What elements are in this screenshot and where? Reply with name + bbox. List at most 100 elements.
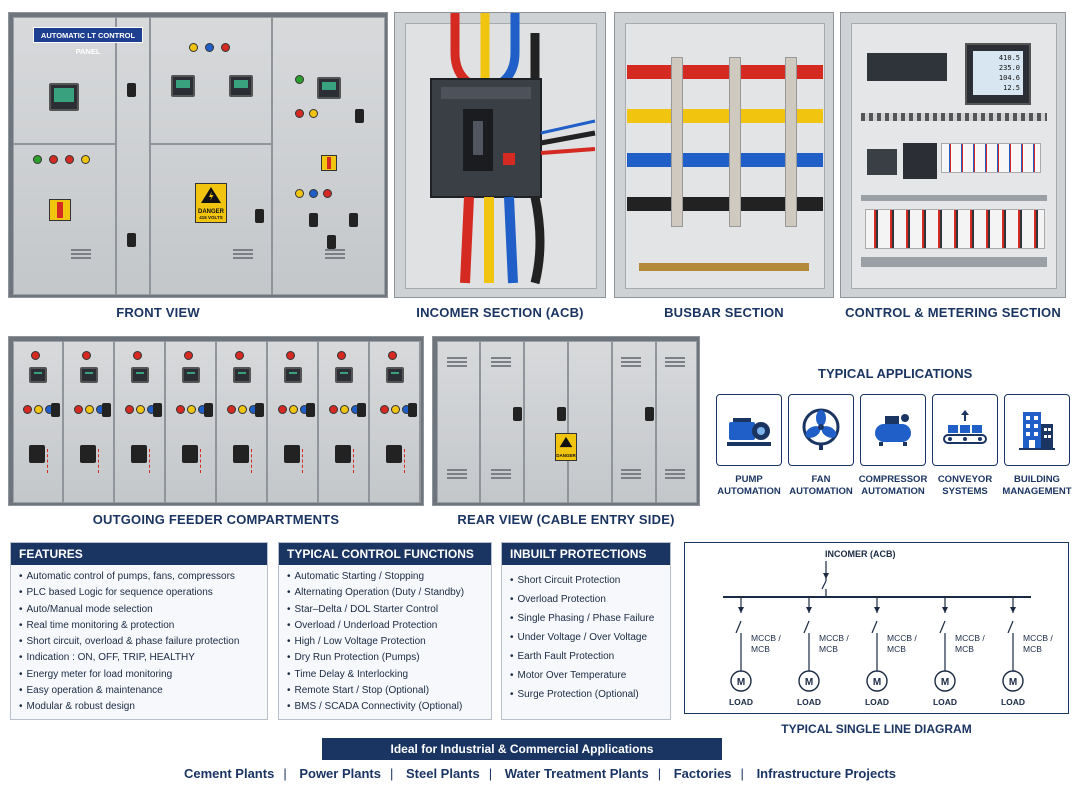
list-item: Short circuit, overload & phase failure … — [19, 634, 261, 650]
rear-view-caption: REAR VIEW (CABLE ENTRY SIDE) — [457, 512, 675, 527]
sld-breaker-symbol — [803, 620, 810, 671]
sld-breaker-symbol — [871, 620, 878, 671]
sld-load-label: LOAD — [1001, 697, 1025, 707]
app-compressor — [860, 394, 926, 466]
list-item: Easy operation & maintenance — [19, 683, 261, 699]
outgoing-feeder-photo — [8, 336, 424, 506]
sld-motor-letter: M — [737, 677, 745, 688]
rear-view-photo: DANGER — [432, 336, 700, 506]
industry-item: Cement Plants — [184, 766, 275, 781]
danger-sign: DANGER — [555, 433, 577, 461]
list-item: Automatic Starting / Stopping — [287, 569, 485, 585]
sld-feeder-arrow — [942, 607, 948, 613]
list-item: Motor Over Temperature — [510, 666, 664, 685]
list-item: Indication : ON, OFF, TRIP, HEALTHY — [19, 650, 261, 666]
feeder-module — [166, 341, 217, 503]
sld-load-label: LOAD — [933, 697, 957, 707]
industry-item: Water Treatment Plants — [504, 766, 649, 781]
list-item: Under Voltage / Over Voltage — [510, 628, 664, 647]
sld-incomer-label: INCOMER (ACB) — [825, 549, 896, 559]
busbar-section-photo — [614, 12, 834, 298]
sld-motor-letter: M — [941, 677, 949, 688]
features-title: FEATURES — [11, 543, 267, 565]
front-view-caption: FRONT VIEW — [116, 305, 200, 320]
sld-breaker-label: MCB — [1023, 644, 1042, 654]
app-conveyor — [932, 394, 998, 466]
list-item: Modular & robust design — [19, 699, 261, 715]
sld-feeder-arrow — [1010, 607, 1016, 613]
control-metering-caption: CONTROL & METERING SECTION — [845, 305, 1061, 320]
control-functions-title: TYPICAL CONTROL FUNCTIONS — [279, 543, 491, 565]
fan-icon — [802, 408, 840, 450]
sld-feeder-arrow — [874, 607, 880, 613]
sld-motor-symbol — [730, 670, 752, 692]
sld-caption: TYPICAL SINGLE LINE DIAGRAM — [781, 722, 972, 736]
industry-item: Factories — [673, 766, 732, 781]
sld-breaker-label: MCB — [751, 644, 770, 654]
features-box: FEATURES Automatic control of pumps, fan… — [10, 542, 268, 720]
features-list: Automatic control of pumps, fans, compre… — [11, 565, 267, 716]
sld-incomer-breaker — [821, 580, 827, 597]
feeder-module — [268, 341, 319, 503]
danger-sign: DANGER 415 VOLTS — [195, 183, 227, 223]
separator: | — [389, 766, 394, 781]
sld-motor-symbol — [798, 670, 820, 692]
feeder-module — [13, 341, 64, 503]
isolator-switch — [49, 199, 71, 221]
app-pump — [716, 394, 782, 466]
list-item: Dry Run Protection (Pumps) — [287, 650, 485, 666]
sld-breaker-label: MCCB / — [1023, 633, 1053, 643]
list-item: Automatic control of pumps, fans, compre… — [19, 569, 261, 585]
list-item: Energy meter for load monitoring — [19, 667, 261, 683]
sld-breaker-symbol — [1007, 620, 1014, 671]
power-meter-display: 410.5 235.0 104.6 12.5 — [973, 51, 1023, 95]
incomer-section-caption: INCOMER SECTION (ACB) — [416, 305, 584, 320]
sld-motor-letter: M — [873, 677, 881, 688]
ideal-banner: Ideal for Industrial & Commercial Applic… — [322, 738, 722, 760]
sld-feeder-arrow — [738, 607, 744, 613]
industry-item: Power Plants — [299, 766, 381, 781]
industries-list: Cement Plants| Power Plants| Steel Plant… — [0, 766, 1080, 781]
list-item: Short Circuit Protection — [510, 571, 664, 590]
feeder-module — [217, 341, 268, 503]
building-icon — [1019, 412, 1055, 450]
applications-title: TYPICAL APPLICATIONS — [818, 366, 973, 381]
sld-load-label: LOAD — [729, 697, 753, 707]
separator: | — [283, 766, 287, 781]
list-item: PLC based Logic for sequence operations — [19, 585, 261, 601]
sld-incomer-arrow — [823, 573, 829, 579]
list-item: Single Phasing / Phase Failure — [510, 609, 664, 628]
list-item: Surge Protection (Optional) — [510, 685, 664, 704]
list-item: Alternating Operation (Duty / Standby) — [287, 585, 485, 601]
isolator-switch — [321, 155, 337, 171]
protections-title: INBUILT PROTECTIONS — [502, 543, 670, 565]
list-item: Real time monitoring & protection — [19, 618, 261, 634]
sld-breaker-symbol — [939, 620, 946, 671]
app-building — [1004, 394, 1070, 466]
list-item: High / Low Voltage Protection — [287, 634, 485, 650]
list-item: Auto/Manual mode selection — [19, 602, 261, 618]
sld-breaker-label: MCCB / — [751, 633, 781, 643]
list-item: Overload / Underload Protection — [287, 618, 485, 634]
sld-breaker-label: MCB — [819, 644, 838, 654]
feeder-module — [370, 341, 421, 503]
sld-breaker-label: MCCB / — [955, 633, 985, 643]
protections-box: INBUILT PROTECTIONS Short Circuit Protec… — [501, 542, 671, 720]
pump-icon — [727, 418, 771, 446]
separator: | — [488, 766, 493, 781]
industry-item: Infrastructure Projects — [756, 766, 896, 781]
sld-breaker-label: MCB — [955, 644, 974, 654]
compressor-icon — [875, 414, 911, 446]
sld-feeder-arrow — [806, 607, 812, 613]
sld-motor-symbol — [866, 670, 888, 692]
list-item: Earth Fault Protection — [510, 647, 664, 666]
list-item: Star–Delta / DOL Starter Control — [287, 602, 485, 618]
front-nameplate: AUTOMATIC LT CONTROL PANEL — [33, 27, 143, 56]
feeder-module — [319, 341, 370, 503]
